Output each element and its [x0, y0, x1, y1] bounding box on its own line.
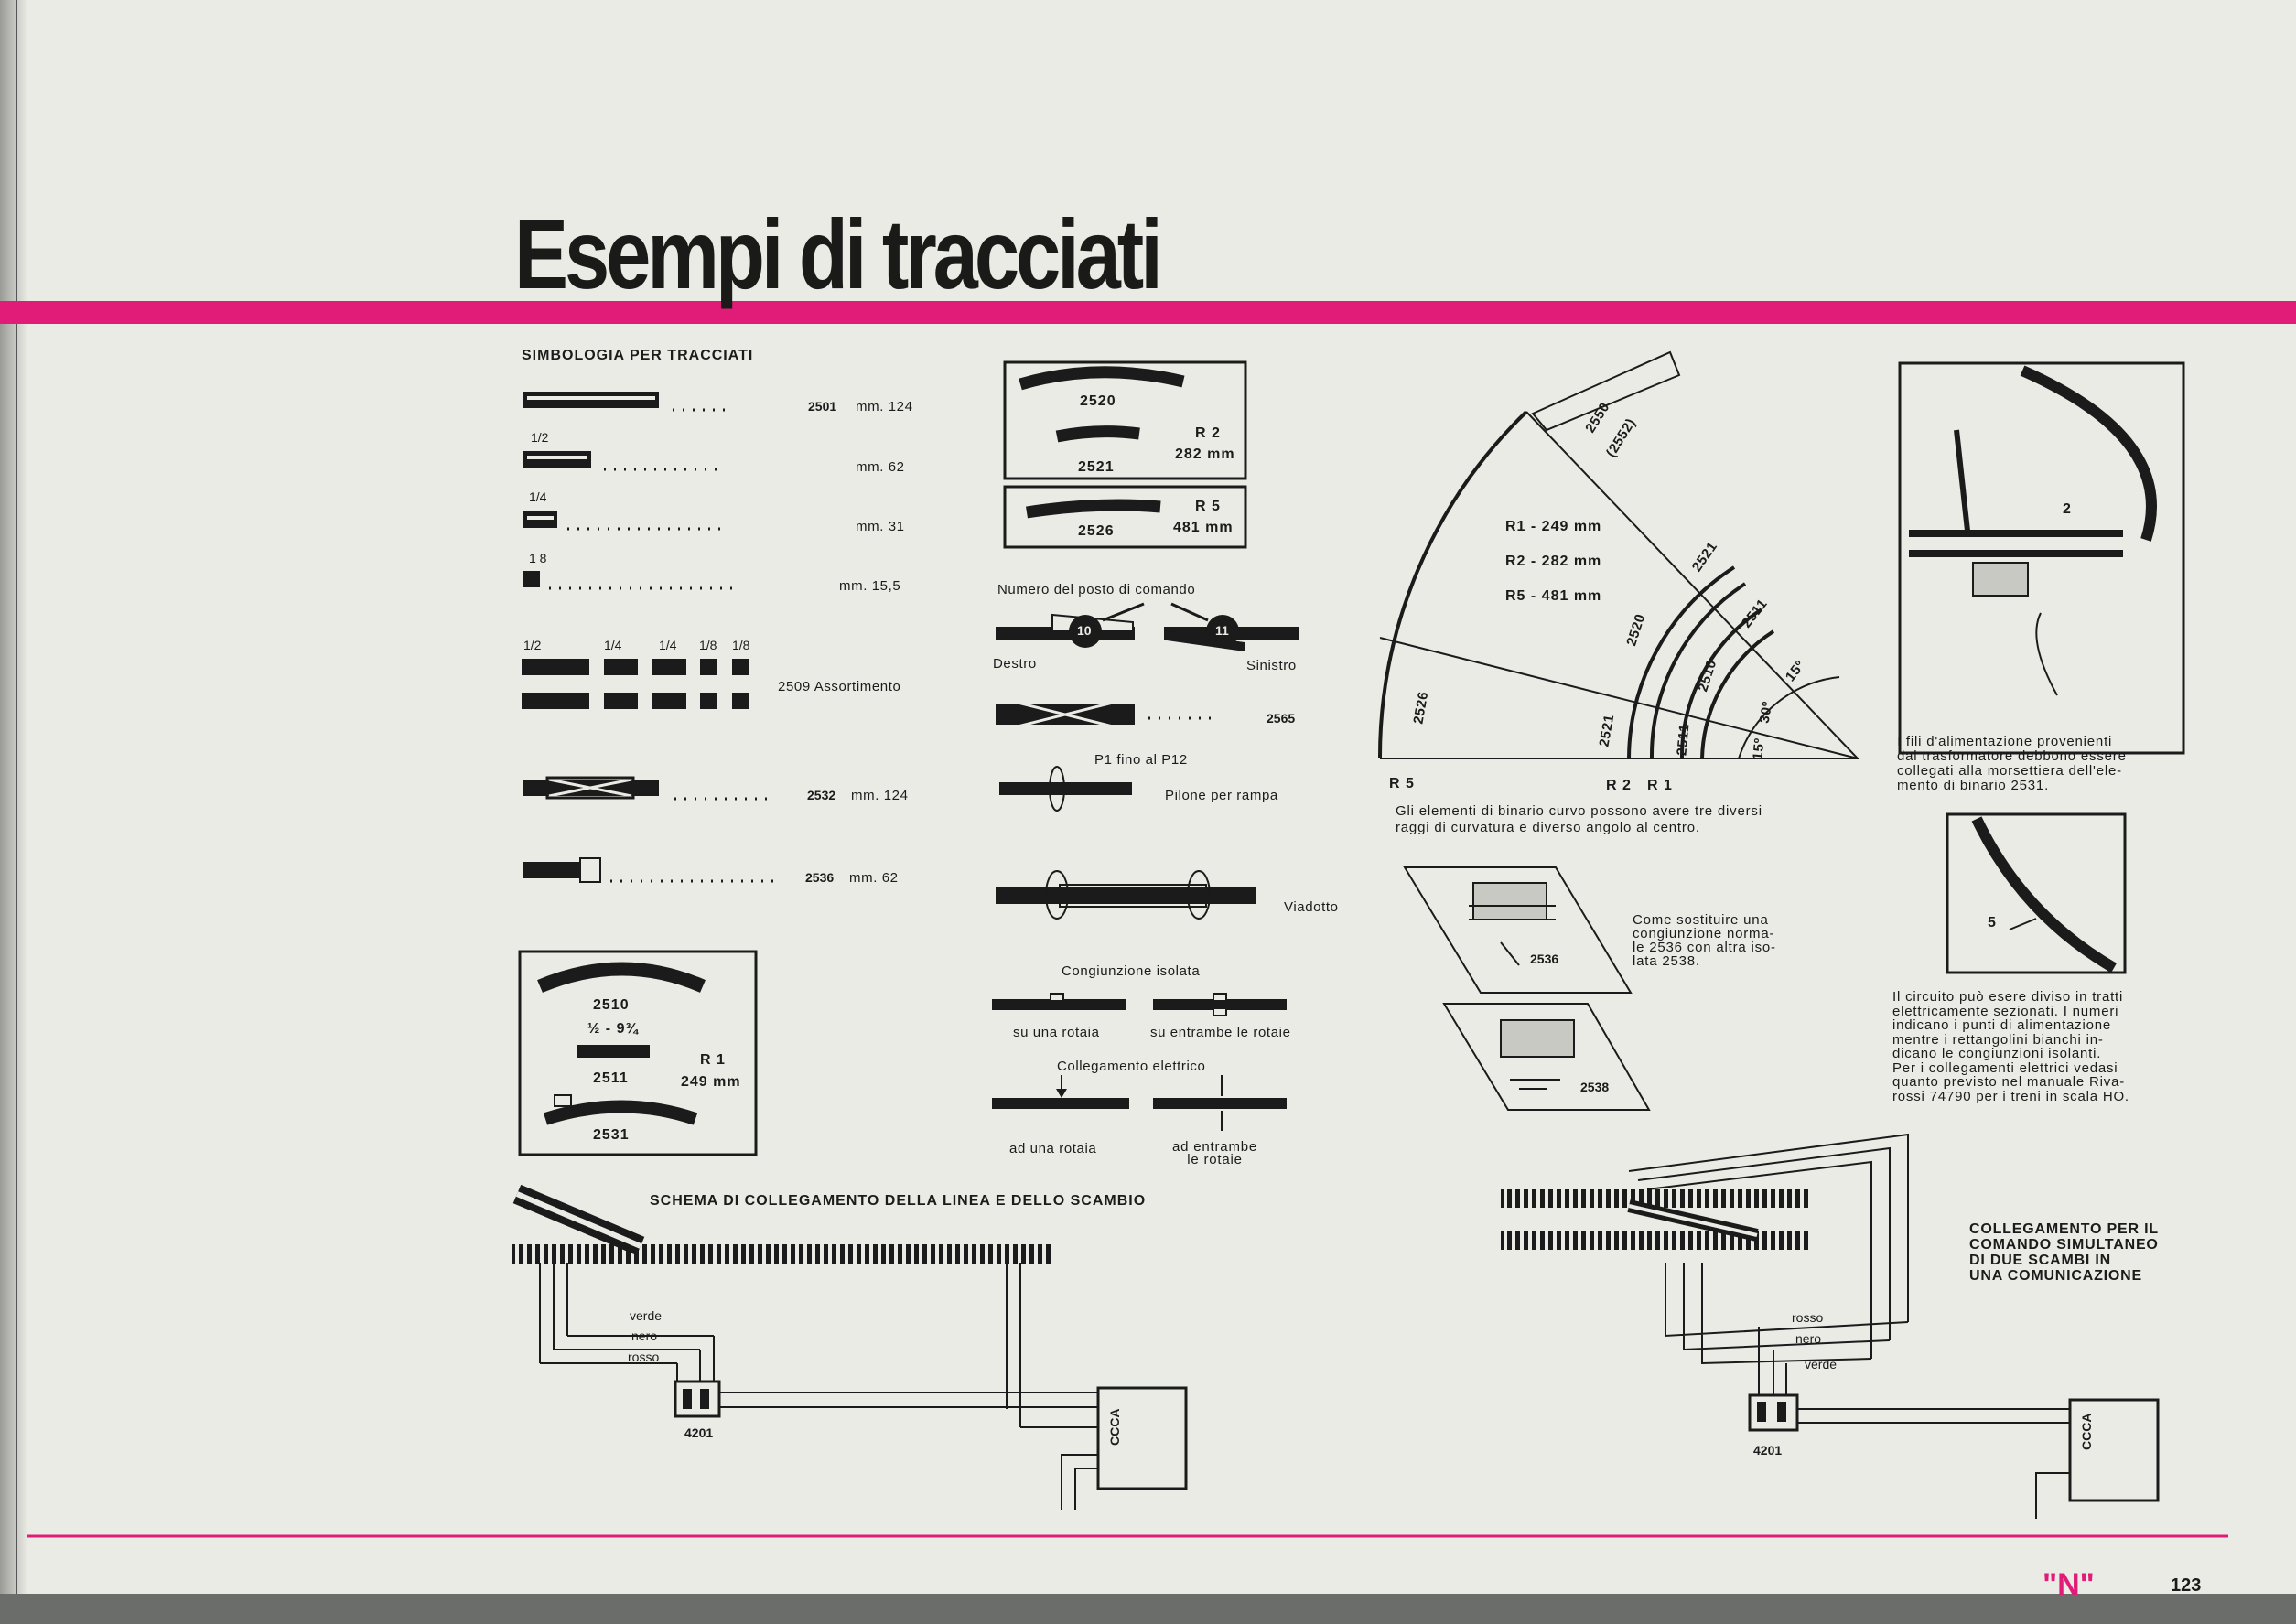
electric-caption: Collegamento elettrico: [1057, 1059, 1206, 1074]
radius-line-r1: R1 - 249 mm: [1505, 519, 1602, 534]
label-destro: Destro: [993, 656, 1037, 672]
page-number: 123: [2171, 1576, 2202, 1596]
assort-frac-2: 1/4: [604, 638, 622, 652]
callout-2: 2: [2063, 501, 2072, 517]
terminals-right: CCCA: [2079, 1413, 2094, 1450]
r1-mm: 249 mm: [681, 1074, 741, 1090]
radius-line-r5: R5 - 481 mm: [1505, 588, 1602, 604]
insulated-joint-caption: Congiunzione isolata: [1062, 963, 1201, 979]
code-2501: 2501: [808, 399, 837, 414]
piece-2511-bottom: 2511: [1674, 723, 1693, 757]
schema-left-drawing: [512, 1184, 1188, 1510]
schema-right-drawing: [1501, 1133, 2160, 1519]
right-illustrations: [1898, 361, 2185, 974]
insulated-both-rails: su entrambe le rotaie: [1150, 1025, 1291, 1040]
wire-rosso-right: rosso: [1792, 1310, 1824, 1325]
label-sinistro: Sinistro: [1246, 658, 1297, 673]
r1-radius: R 1: [700, 1052, 726, 1068]
assort-frac-5: 1/8: [732, 638, 750, 652]
electric-one-rail: ad una rotaia: [1009, 1141, 1097, 1156]
code-2565: 2565: [1267, 711, 1296, 726]
angle-15-bottom: 15º: [1750, 737, 1768, 761]
legend-symbols: [522, 392, 749, 883]
dotted-leaders: [549, 408, 1217, 883]
r1-code-2531: 2531: [593, 1127, 630, 1143]
box-4201-left: 4201: [684, 1425, 714, 1440]
r5-radius: R 5: [1195, 499, 1221, 514]
wire-nero-right: nero: [1795, 1331, 1822, 1346]
r1-fraction: ½ - 9¾: [587, 1021, 639, 1037]
fraction-eighth: 1 8: [529, 551, 547, 565]
viaduct-label: Viadotto: [1284, 899, 1339, 915]
callout-5: 5: [1988, 915, 1997, 930]
wire-verde-left: verde: [630, 1308, 663, 1323]
curve-caption: Gli elementi di binario curvo possono av…: [1396, 803, 1762, 835]
r2-mm: 282 mm: [1175, 446, 1235, 462]
post-number-right: 11: [1215, 623, 1229, 638]
terminals-left: CCCA: [1107, 1408, 1122, 1446]
feed-wire-text: I fili d'alimentazione provenienti dal t…: [1897, 734, 2127, 793]
length-quarter: mm. 31: [856, 519, 905, 534]
replace-caption: Come sostituire una congiunzione norma- …: [1633, 912, 1776, 969]
assortment-label: 2509 Assortimento: [778, 679, 901, 694]
length-half: mm. 62: [856, 459, 905, 475]
wire-nero-left: nero: [631, 1328, 658, 1343]
r2-code-2521: 2521: [1078, 459, 1115, 475]
schema-left-title: SCHEMA DI COLLEGAMENTO DELLA LINEA E DEL…: [650, 1193, 1147, 1209]
label-r2: R 2: [1606, 778, 1632, 793]
page-binding-edge: [0, 0, 27, 1594]
joint-replace-sketches: [1403, 866, 1651, 1111]
assort-frac-4: 1/8: [699, 638, 717, 652]
r2-code-2520: 2520: [1080, 393, 1116, 409]
curve-radius-diagram: [1377, 350, 1860, 759]
replace-code-2538: 2538: [1580, 1080, 1610, 1094]
r1-code-2510: 2510: [593, 997, 630, 1013]
electric-both-rails: ad entrambe le rotaie: [1172, 1139, 1258, 1167]
circuit-sections-text: Il circuito può esere diviso in tratti e…: [1892, 989, 2129, 1104]
fraction-half: 1/2: [531, 430, 549, 445]
box-r2-r5-drawing: [1003, 360, 1247, 549]
length-2536: mm. 62: [849, 870, 899, 886]
pylon-caption: P1 fino al P12: [1094, 752, 1188, 768]
assort-frac-1: 1/2: [523, 638, 542, 652]
brand-mark-n: "N": [2043, 1567, 2095, 1602]
label-r5: R 5: [1389, 776, 1415, 791]
r5-code-2526: 2526: [1078, 523, 1115, 539]
r5-mm: 481 mm: [1173, 520, 1234, 535]
wire-rosso-left: rosso: [628, 1350, 660, 1364]
code-2536: 2536: [805, 870, 835, 885]
page-title: Esempi di tracciati: [514, 199, 1163, 309]
wire-verde-right: verde: [1805, 1357, 1838, 1371]
accent-band-top: [0, 301, 2296, 324]
length-eighth: mm. 15,5: [839, 578, 901, 594]
middle-symbols: [992, 602, 1299, 1131]
pylon-label: Pilone per rampa: [1165, 788, 1278, 803]
replace-code-2536: 2536: [1530, 952, 1559, 966]
schema-right-title: COLLEGAMENTO PER IL COMANDO SIMULTANEO D…: [1969, 1221, 2159, 1284]
fraction-quarter: 1/4: [529, 489, 547, 504]
box-4201-right: 4201: [1753, 1443, 1783, 1457]
code-2532: 2532: [807, 788, 836, 802]
box-r1-drawing: [518, 950, 758, 1156]
post-caption: Numero del posto di comando: [997, 582, 1196, 597]
assort-frac-3: 1/4: [659, 638, 677, 652]
length-2532: mm. 124: [851, 788, 909, 803]
r1-code-2511: 2511: [593, 1070, 629, 1086]
radius-line-r2: R2 - 282 mm: [1505, 554, 1602, 569]
post-number-left: 10: [1077, 623, 1092, 638]
label-r1: R 1: [1647, 778, 1673, 793]
r2-radius: R 2: [1195, 425, 1221, 441]
legend-heading: SIMBOLOGIA PER TRACCIATI: [522, 348, 754, 363]
length-2501: mm. 124: [856, 399, 913, 414]
insulated-one-rail: su una rotaia: [1013, 1025, 1100, 1040]
